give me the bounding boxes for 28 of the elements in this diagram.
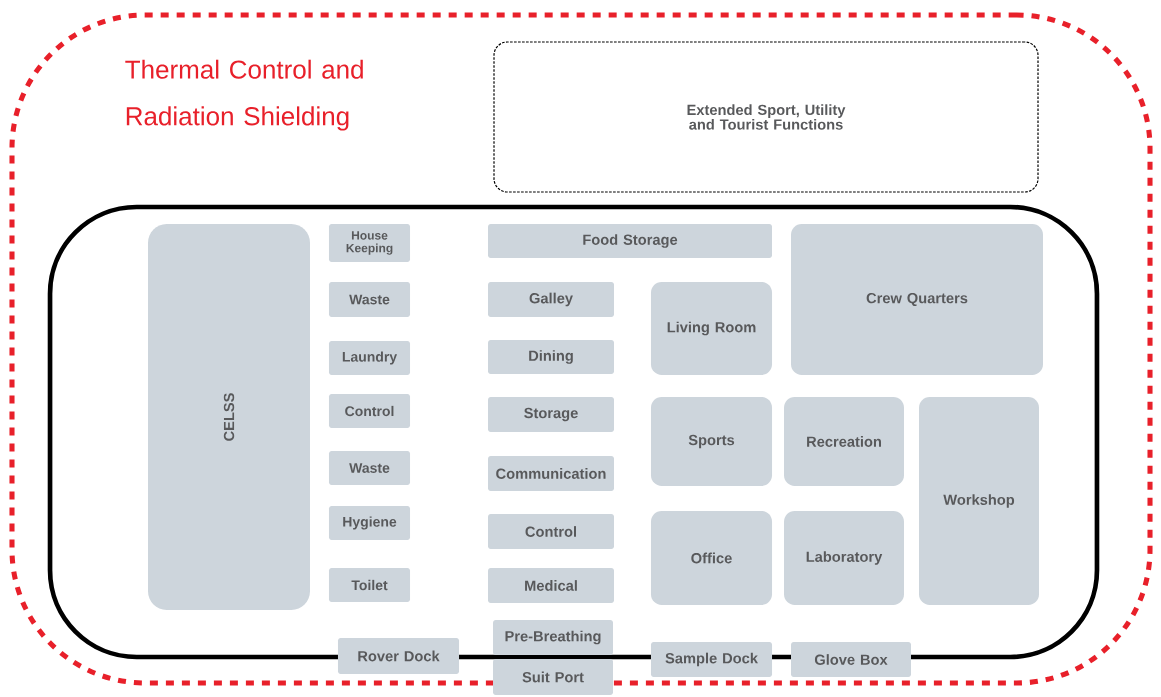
room-box: Hygiene — [328, 506, 411, 540]
room-box: Suit Port — [493, 659, 613, 695]
room-box: Control — [488, 514, 614, 549]
room-box: House Keeping — [328, 224, 411, 262]
room-box: Control — [328, 394, 411, 428]
room-box: Food Storage — [488, 224, 772, 258]
room-box: Glove Box — [791, 642, 911, 677]
room-box: Sample Dock — [650, 642, 773, 677]
room-box: Medical — [488, 568, 614, 603]
room-box: Waste — [328, 451, 411, 485]
room-box: Crew Quarters — [791, 224, 1043, 375]
room-box: Toilet — [328, 568, 411, 602]
room-box: Storage — [488, 397, 614, 432]
room-box: Communication — [488, 456, 614, 491]
room-box: Dining — [488, 340, 614, 374]
room-box: Waste — [328, 282, 411, 317]
extension-box: Extended Sport, Utility and Tourist Functions — [493, 41, 1039, 193]
room-box: Recreation — [784, 396, 904, 487]
celss-block: CELSS — [148, 224, 310, 610]
room-box: Galley — [488, 282, 614, 317]
room-box: Rover Dock — [337, 638, 460, 674]
room-box: Living Room — [650, 281, 773, 376]
room-box: Laboratory — [784, 511, 904, 605]
room-box: Sports — [650, 396, 773, 487]
room-box: Laundry — [328, 341, 411, 375]
room-box: Pre-Breathing — [493, 620, 613, 655]
room-box: Office — [650, 511, 773, 605]
room-box: Workshop — [919, 397, 1039, 605]
